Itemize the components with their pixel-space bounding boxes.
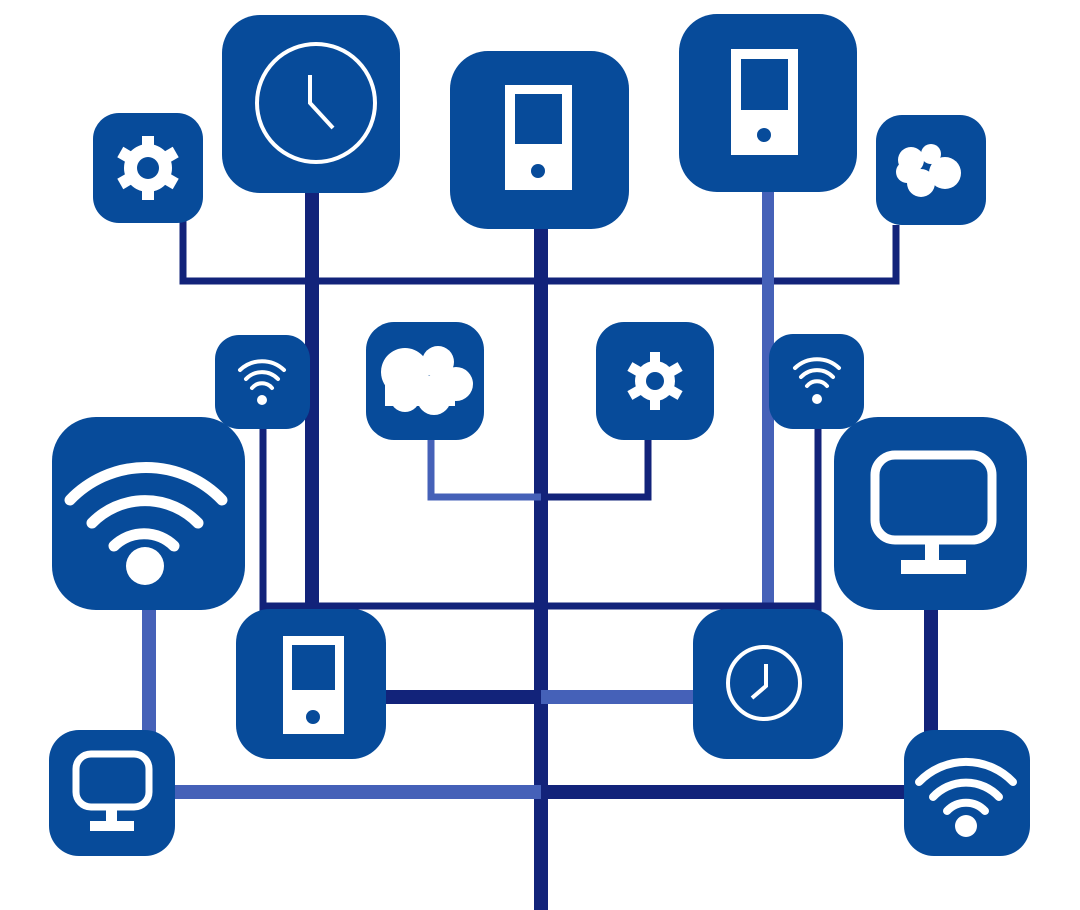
wifi-icon [793, 357, 841, 404]
tile-gear-top-left [93, 113, 203, 223]
clock-icon [255, 42, 377, 164]
tile-wifi-mid-left-small [215, 335, 310, 429]
connector-top-bus [179, 220, 900, 285]
phone-icon [283, 636, 344, 734]
clock-icon [726, 645, 802, 721]
tiles [49, 14, 1030, 856]
wifi-icon [238, 359, 286, 405]
gear-icon [627, 352, 683, 410]
tile-phone-top-center [450, 51, 629, 229]
cloud-icon [381, 346, 473, 415]
phone-icon [505, 85, 572, 190]
monitor-icon [72, 750, 153, 831]
tile-phone-top-right [679, 14, 857, 192]
monitor-icon [870, 450, 997, 574]
tile-gear-center [596, 322, 714, 440]
tile-monitor-bottom-left [49, 730, 175, 856]
tile-cloud-center [366, 322, 484, 440]
gear-icon [117, 136, 179, 200]
tile-monitor-large-right [834, 417, 1027, 610]
tile-clock-top [222, 15, 400, 193]
wifi-icon [64, 461, 228, 585]
phone-icon [731, 49, 798, 155]
connectors [142, 190, 938, 910]
cloud-icon [896, 144, 961, 197]
tile-cloud-top-right [876, 115, 986, 225]
connector-cloud-center [427, 440, 541, 501]
wifi-icon [915, 757, 1017, 837]
tile-wifi-bottom-right [904, 730, 1030, 856]
connector-gear-center [541, 440, 652, 501]
tile-wifi-large-left [52, 417, 245, 610]
tile-clock-bottom-right [693, 609, 843, 759]
tile-wifi-mid-right-small [769, 334, 864, 429]
tile-phone-bottom-left [236, 609, 386, 759]
